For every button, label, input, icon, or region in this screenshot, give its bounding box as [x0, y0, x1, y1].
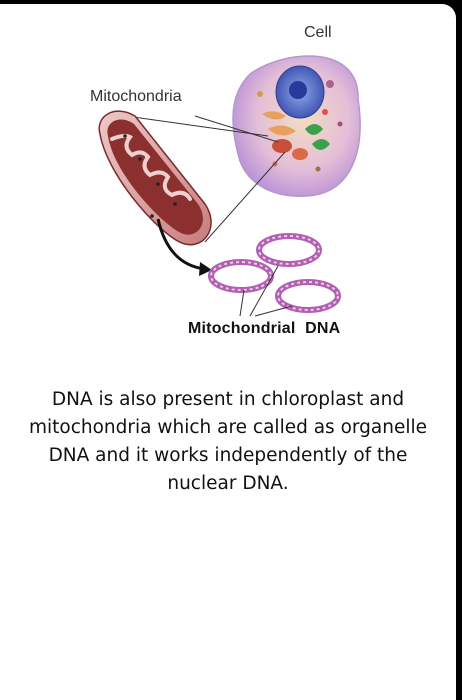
dna-ring-icon: [208, 233, 341, 313]
mitochondrial-dna-illustration: Cell Mitochondria Mitochondrial DNA: [0, 4, 456, 354]
description-text: DNA is also present in chloroplast and m…: [28, 389, 428, 494]
content-card: Cell Mitochondria Mitochondrial DNA DNA …: [0, 4, 456, 700]
diagram-svg: [98, 55, 361, 317]
mitochondria-icon: [98, 110, 212, 246]
mitochondrial-dna-label: Mitochondrial DNA: [188, 320, 341, 337]
cell-icon: [232, 55, 361, 198]
mitochondria-label: Mitochondria: [90, 88, 182, 105]
cell-label: Cell: [304, 24, 332, 41]
